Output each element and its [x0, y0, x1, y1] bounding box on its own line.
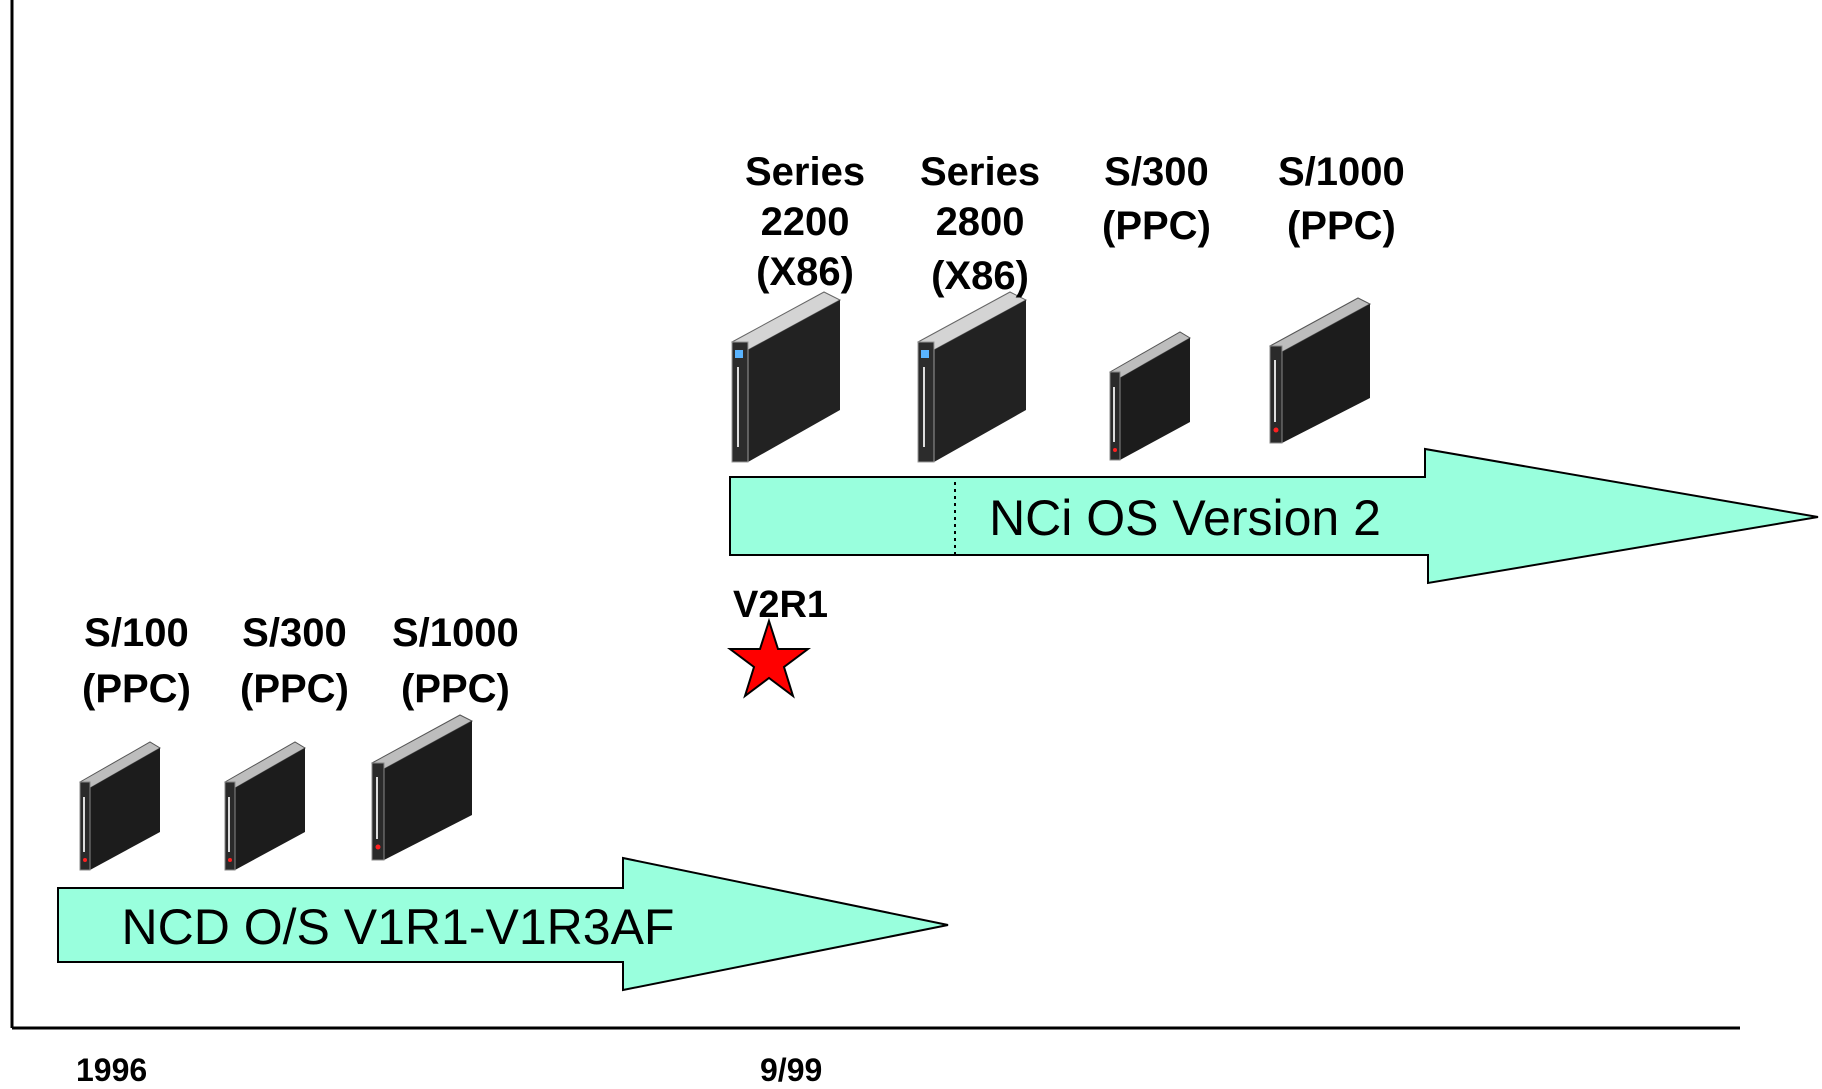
star-icon [727, 617, 811, 699]
nci-os-arrow [729, 447, 1819, 585]
s100-device-icon [79, 741, 161, 871]
s300-label: S/300 (PPC) [240, 611, 349, 711]
series-2200-device-icon [731, 291, 841, 463]
v2r1-label: V2R1 [733, 584, 829, 626]
series-2800-device-icon [917, 291, 1027, 463]
s300-ppc-label: S/300 (PPC) [1102, 150, 1211, 248]
series-2800-label: Series 2800 (X86) [920, 150, 1041, 298]
s300-device-icon [224, 741, 306, 871]
series-2200-label: Series 2200 (X86) [745, 150, 866, 294]
year-1996-label: 1996 [76, 1052, 148, 1088]
s1000-ppc-device-icon [1269, 297, 1371, 444]
nci-os-arrow-label: NCi OS Version 2 [989, 490, 1381, 546]
s100-label: S/100 (PPC) [82, 611, 191, 711]
s1000-ppc-label: S/1000 (PPC) [1278, 150, 1405, 248]
date-9-99-label: 9/99 [760, 1052, 823, 1088]
ncd-os-arrow [57, 856, 949, 992]
s1000-device-icon [371, 714, 473, 861]
s300-ppc-device-icon [1109, 331, 1191, 461]
s1000-label: S/1000 (PPC) [392, 611, 519, 711]
ncd-os-arrow-label: NCD O/S V1R1-V1R3AF [122, 899, 675, 955]
